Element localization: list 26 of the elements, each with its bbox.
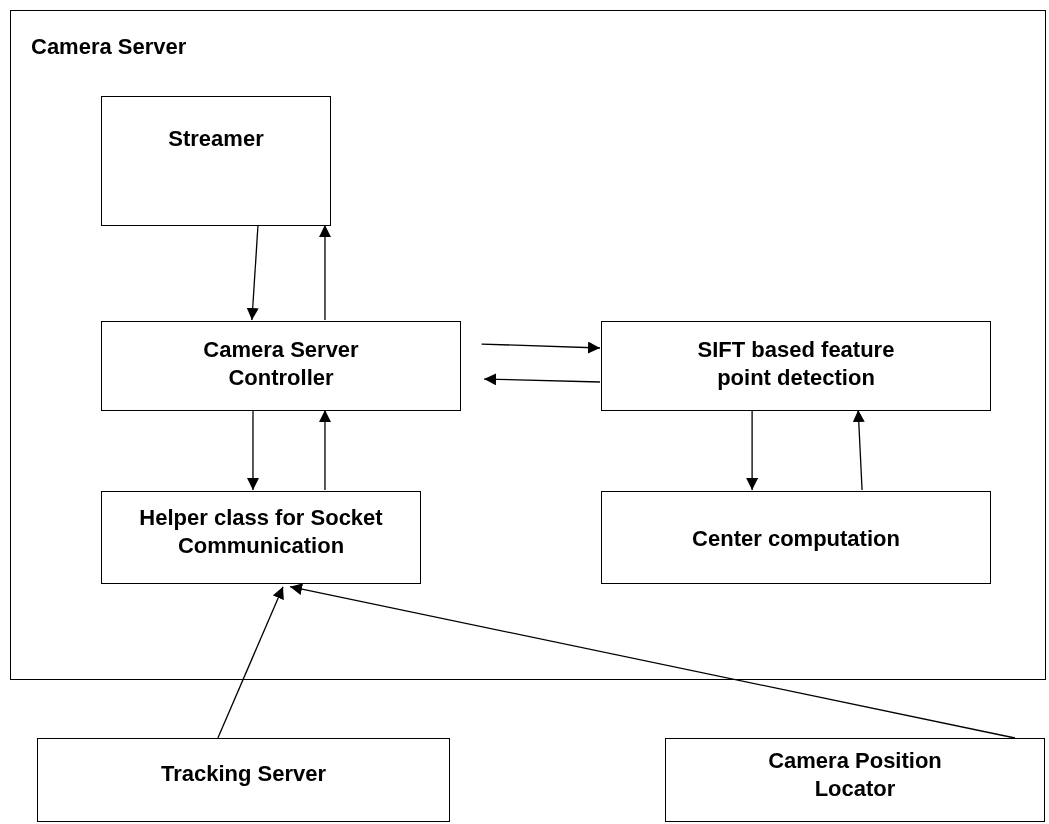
arrow (480, 341, 601, 354)
container-box (10, 10, 1046, 680)
arrow (746, 409, 759, 491)
arrow (246, 409, 259, 491)
process-box (601, 321, 991, 411)
box-label: Camera Server (31, 33, 187, 61)
arrow (852, 409, 865, 491)
arrow (318, 224, 331, 321)
box-label: Streamer (167, 125, 265, 153)
box-label: Camera Position Locator (767, 747, 943, 803)
arrow (246, 224, 259, 321)
process-box (601, 491, 991, 584)
arrow (483, 373, 601, 386)
box-label: SIFT based feature point detection (696, 336, 896, 392)
box-label: Camera Server Controller (202, 336, 360, 392)
arrow (217, 586, 284, 739)
box-label: Center computation (691, 525, 901, 553)
box-label: Tracking Server (159, 760, 328, 788)
arrow (319, 409, 331, 491)
process-box (665, 738, 1045, 822)
process-box (37, 738, 450, 822)
process-box (101, 96, 331, 226)
arrow (289, 583, 1016, 739)
process-box (101, 321, 461, 411)
process-box (101, 491, 421, 584)
box-label: Helper class for Socket Communication (138, 504, 384, 560)
